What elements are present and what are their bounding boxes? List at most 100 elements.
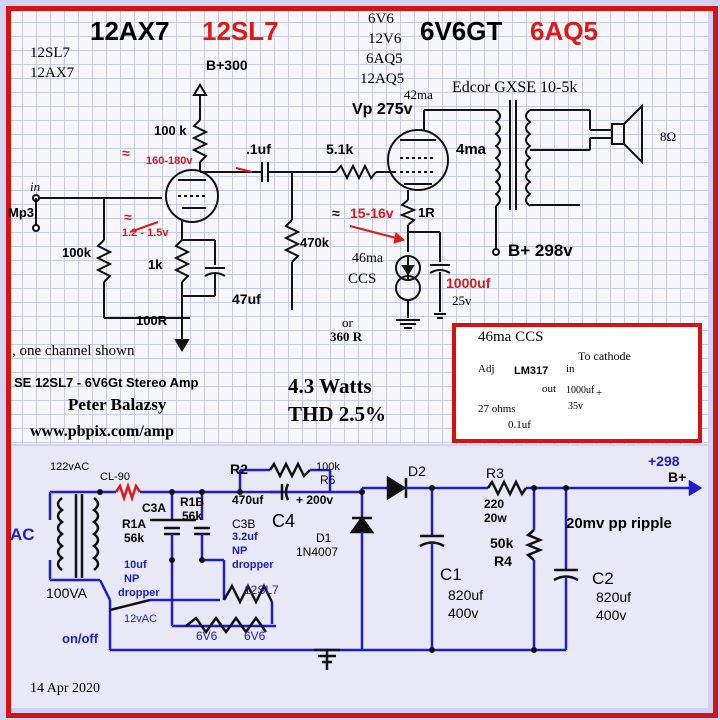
psu-c3a-np: NP	[124, 573, 140, 585]
ccs-cap2-voltage: 35v	[568, 401, 583, 412]
ccs-inset-box	[452, 323, 702, 443]
amp-title: SE 12SL7 - 6V6Gt Stereo Amp	[14, 375, 199, 390]
psu-r1a-value: 56k	[124, 531, 145, 545]
plate-approx: ≈	[122, 145, 130, 161]
ccs-chip: LM317	[514, 365, 549, 377]
tube-v1-a: 12AX7	[90, 16, 170, 46]
out-cathode-voltage: 15-16v	[350, 205, 394, 221]
psu-c2: C2	[592, 569, 614, 588]
website: www.pbpix.com/amp	[30, 423, 175, 440]
series-r-label: 5.1k	[326, 141, 354, 157]
c-cathode-label: 47uf	[232, 291, 261, 307]
psu-ripple: 20mv pp ripple	[566, 515, 672, 532]
output-cap: 1000uf	[446, 275, 491, 291]
psu-heater-12sl7: 12SL7	[244, 583, 279, 597]
psu-r1a: R1A	[122, 517, 147, 531]
tube-v2-list-3: 12AQ5	[360, 71, 405, 87]
psu-r4-value: 50k	[490, 535, 514, 551]
psu-c3a-dropper: dropper	[118, 587, 160, 599]
psu-wiring	[48, 461, 703, 670]
author: Peter Balazsy	[68, 395, 167, 414]
left-tube-0: 12SL7	[30, 45, 71, 61]
psu-c2-voltage: 400v	[596, 607, 627, 623]
coupling-cap-label: .1uf	[246, 141, 271, 157]
tube-v2-list-1: 12V6	[368, 31, 402, 47]
power-rating: 4.3 Watts	[288, 374, 372, 398]
psu-12vac: 12vAC	[124, 613, 158, 625]
psu-c3b-value: 3.2uf	[232, 531, 258, 543]
psu-ac: AC	[10, 525, 35, 544]
psu-r3-value: 220	[484, 497, 505, 511]
psu-c4-value: 470uf	[232, 493, 264, 507]
psu-r3: R3	[486, 465, 504, 481]
psu-r6-value: 100k	[316, 461, 340, 473]
psu-c4: C4	[272, 511, 296, 531]
psu-vac: 122vAC	[50, 461, 90, 473]
ccs-to-cathode: To cathode	[578, 349, 631, 363]
psu-output-bplus: B+	[668, 469, 687, 485]
out-cathode-approx: ≈	[332, 205, 340, 221]
or-label: or	[342, 315, 353, 330]
tube-v2-list-0: 6V6	[368, 11, 394, 27]
psu-r2: R2	[230, 461, 248, 477]
ccs-in: in	[566, 363, 575, 375]
tube-v2-a: 6V6GT	[420, 16, 503, 46]
plate-voltage-out: Vp 275v	[352, 101, 413, 118]
psu-r4: R4	[494, 553, 512, 569]
psu-d1: D1	[316, 531, 332, 545]
input-label: in	[30, 179, 41, 194]
graph-paper-background	[8, 8, 708, 444]
psu-c1-voltage: 400v	[448, 605, 479, 621]
tube-v2-list-2: 6AQ5	[366, 51, 403, 67]
r-input-label: 100k	[62, 245, 91, 260]
psu-output-voltage: +298	[648, 453, 680, 469]
psu-c3a: C3A	[142, 501, 167, 515]
ccs-cap2: 1000uf	[566, 385, 595, 396]
ccs-resistor: 27 ohms	[478, 403, 516, 415]
psu-c1-value: 820uf	[448, 587, 484, 603]
ccs-current: 46ma	[352, 251, 384, 266]
psu-d1-part: 1N4007	[296, 545, 339, 559]
r-bottom-label: 100R	[136, 313, 168, 328]
r-cathode-label: 1k	[148, 257, 163, 272]
psu-c3b-dropper: dropper	[232, 559, 274, 571]
psu-heater-6v6-b: 6V6	[244, 629, 266, 643]
r-plate-label: 100 k	[154, 123, 187, 138]
psu-onoff: on/off	[62, 631, 99, 646]
psu-c4-voltage: + 200v	[296, 493, 334, 507]
psu-c3b: C3B	[232, 517, 256, 531]
psu-heater-6v6-a: 6V6	[196, 629, 218, 643]
output-transformer-label: Edcor GXSE 10-5k	[452, 79, 578, 96]
date-label: 14 Apr 2020	[30, 681, 100, 696]
output-current: 4ma	[456, 141, 487, 158]
psu-thermistor: CL-90	[100, 471, 130, 483]
psu-r1b-value: 56k	[182, 509, 203, 523]
red-border	[6, 6, 718, 718]
alt-resistor: 360 R	[330, 329, 363, 344]
cathode-voltage: 1.2 - 1.5v	[122, 227, 169, 239]
bplus-298: B+ 298v	[508, 241, 573, 260]
ccs-label: CCS	[348, 271, 377, 287]
psu-r1b: R1B	[180, 495, 205, 509]
bplus-300: B+300	[206, 57, 248, 73]
ccs-adj: Adj	[478, 363, 495, 375]
ccs-out: out	[542, 383, 557, 395]
psu-c3b-np: NP	[232, 545, 248, 557]
ccs-title: 46ma CCS	[478, 329, 544, 345]
channel-note: , one channel shown	[12, 343, 135, 359]
cathode-approx: ≈	[124, 209, 132, 225]
psu-c2-value: 820uf	[596, 589, 632, 605]
psu-r3-watts: 20w	[484, 511, 507, 525]
ccs-cap1: 0.1uf	[508, 419, 531, 431]
grid-r-label: 470k	[300, 235, 329, 250]
plate-voltage: 160-180v	[146, 155, 193, 167]
psu-va: 100VA	[46, 585, 87, 601]
psu-c1: C1	[440, 565, 462, 584]
out-cathode-r: 1R	[418, 205, 435, 220]
tube-v1-b: 12SL7	[202, 16, 279, 46]
psu-d2: D2	[408, 463, 426, 479]
speaker-label: 8Ω	[660, 129, 677, 144]
thd-rating: THD 2.5%	[288, 402, 387, 426]
